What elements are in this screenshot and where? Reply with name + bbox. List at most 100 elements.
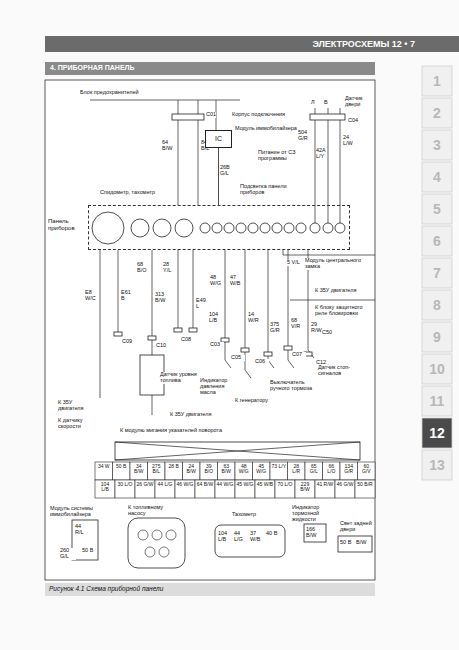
pin-label: 34 B/W [132, 464, 147, 475]
gauge-symbol [310, 223, 320, 233]
pin-cell [130, 462, 148, 480]
pin-label: 134 G/R [342, 464, 357, 475]
wire-label: К 35У двигателя [170, 412, 220, 418]
pin-label: 50 B [114, 464, 129, 469]
pin-label: 28 L/R [289, 464, 304, 475]
pin-cell [135, 480, 155, 498]
pin-label: 46 W/G [177, 482, 194, 487]
pin-cell [305, 462, 323, 480]
panel-heading: Панель приборов [48, 218, 86, 231]
pin-cell [183, 462, 201, 480]
wire-label: 28 Y/L [163, 262, 177, 274]
wire-label: Корпус подключения [232, 112, 292, 118]
chapter-tab [422, 450, 452, 480]
pin-label: 48 W/G [237, 464, 252, 475]
wire-label: Модуль иммобилайзера [235, 126, 297, 132]
wire-label: К 35У двигателя [315, 288, 370, 294]
pin-label: 34 W [97, 464, 112, 469]
pin-label: 46 G/W [337, 482, 354, 487]
chapter-tab-number: 11 [422, 386, 452, 416]
wire-label: Л [311, 100, 315, 106]
header-bar [45, 36, 459, 52]
wire-label: B/W [356, 540, 370, 546]
pin-hole [145, 547, 155, 557]
wire-label: К 35У двигателя [58, 400, 96, 412]
pin-label: 45 W/G [237, 482, 254, 487]
instrument-panel: Панель приборов [88, 205, 350, 250]
pin-label: 60 G/V [359, 464, 374, 475]
connector-mark [148, 336, 156, 340]
pin-cell [195, 480, 215, 498]
wire-label: К блоку защитного реле блокировки [315, 305, 373, 317]
connector-mark [174, 328, 182, 332]
gauge-symbol [323, 223, 333, 233]
brake-fluid-connector [304, 524, 326, 542]
wire [152, 395, 153, 415]
connector-mark [310, 114, 345, 120]
section-heading: 4. ПРИБОРНАЯ ПАНЕЛЬ [50, 64, 135, 72]
pin-cell [200, 462, 218, 480]
wire [118, 250, 119, 335]
module-name: IC [206, 131, 231, 147]
pin-label: 275 B/L [149, 464, 164, 475]
chapter-tab [422, 66, 452, 96]
pin-label: 50 B/R [357, 482, 374, 487]
pin-label: 70 L/O [277, 482, 294, 487]
wire-label: 504 G/R [298, 130, 312, 142]
pin-cell [288, 462, 306, 480]
gauge-symbol [248, 223, 258, 233]
pin-label: 41 R/W [317, 482, 334, 487]
wire-label: 260 G/L [60, 548, 76, 560]
wire-label: 68 B/O [137, 262, 151, 274]
connector-mark [241, 348, 249, 352]
wire-label: 166 B/W [306, 527, 322, 539]
chapter-tab [422, 130, 452, 160]
wire [288, 250, 289, 360]
wire [115, 442, 360, 460]
chapter-tab-number: 4 [422, 162, 452, 192]
chapter-tab-number: 1 [422, 66, 452, 96]
connector-mark [264, 352, 272, 356]
pin-cell [95, 480, 115, 498]
chapter-tab [422, 194, 452, 224]
section-bar [45, 62, 375, 75]
connector-housing [115, 442, 360, 460]
pin-cell [355, 480, 375, 498]
gauge-symbol [260, 223, 270, 233]
wire-label: B [324, 100, 328, 106]
pin-cell [315, 480, 335, 498]
wire [100, 250, 101, 398]
wire [225, 250, 226, 360]
gauge-symbol [272, 223, 282, 233]
chapter-tab [422, 322, 452, 352]
pin-label: 39 B/O [202, 464, 217, 475]
wire-label: Датчик уровня топлива [160, 372, 200, 384]
chapter-tab-number: 12 [422, 418, 452, 448]
wire [193, 250, 194, 330]
pin-cell [215, 480, 235, 498]
pin-cell [255, 480, 275, 498]
wire-label: 50 B [340, 540, 354, 546]
pin-label: 64 B/W [197, 482, 214, 487]
wire-label: 14 W/R [248, 312, 262, 324]
wire [283, 250, 284, 255]
pin-cell [340, 462, 358, 480]
pin-label: 66 L/O [324, 464, 339, 475]
pin-hole [138, 530, 148, 540]
wire-label: 104 L/B [209, 312, 224, 324]
pin-label: 30 L/O [117, 482, 134, 487]
pin-cell [323, 462, 341, 480]
fuel-pump-connector [128, 518, 185, 568]
wire-label: 42A L/Y [316, 148, 327, 160]
chapter-tab [422, 98, 452, 128]
wire-label: К модулю мигания указателей поворота [120, 428, 260, 434]
pin-cell [115, 480, 135, 498]
pin-label: 26 G/W [137, 482, 154, 487]
pin-cell [235, 480, 255, 498]
wire [283, 255, 375, 256]
pin-label: 28 B [167, 464, 182, 469]
chapter-tab-number: 2 [422, 98, 452, 128]
wire-label: C03 [210, 342, 224, 348]
gauge-symbol [131, 219, 149, 237]
